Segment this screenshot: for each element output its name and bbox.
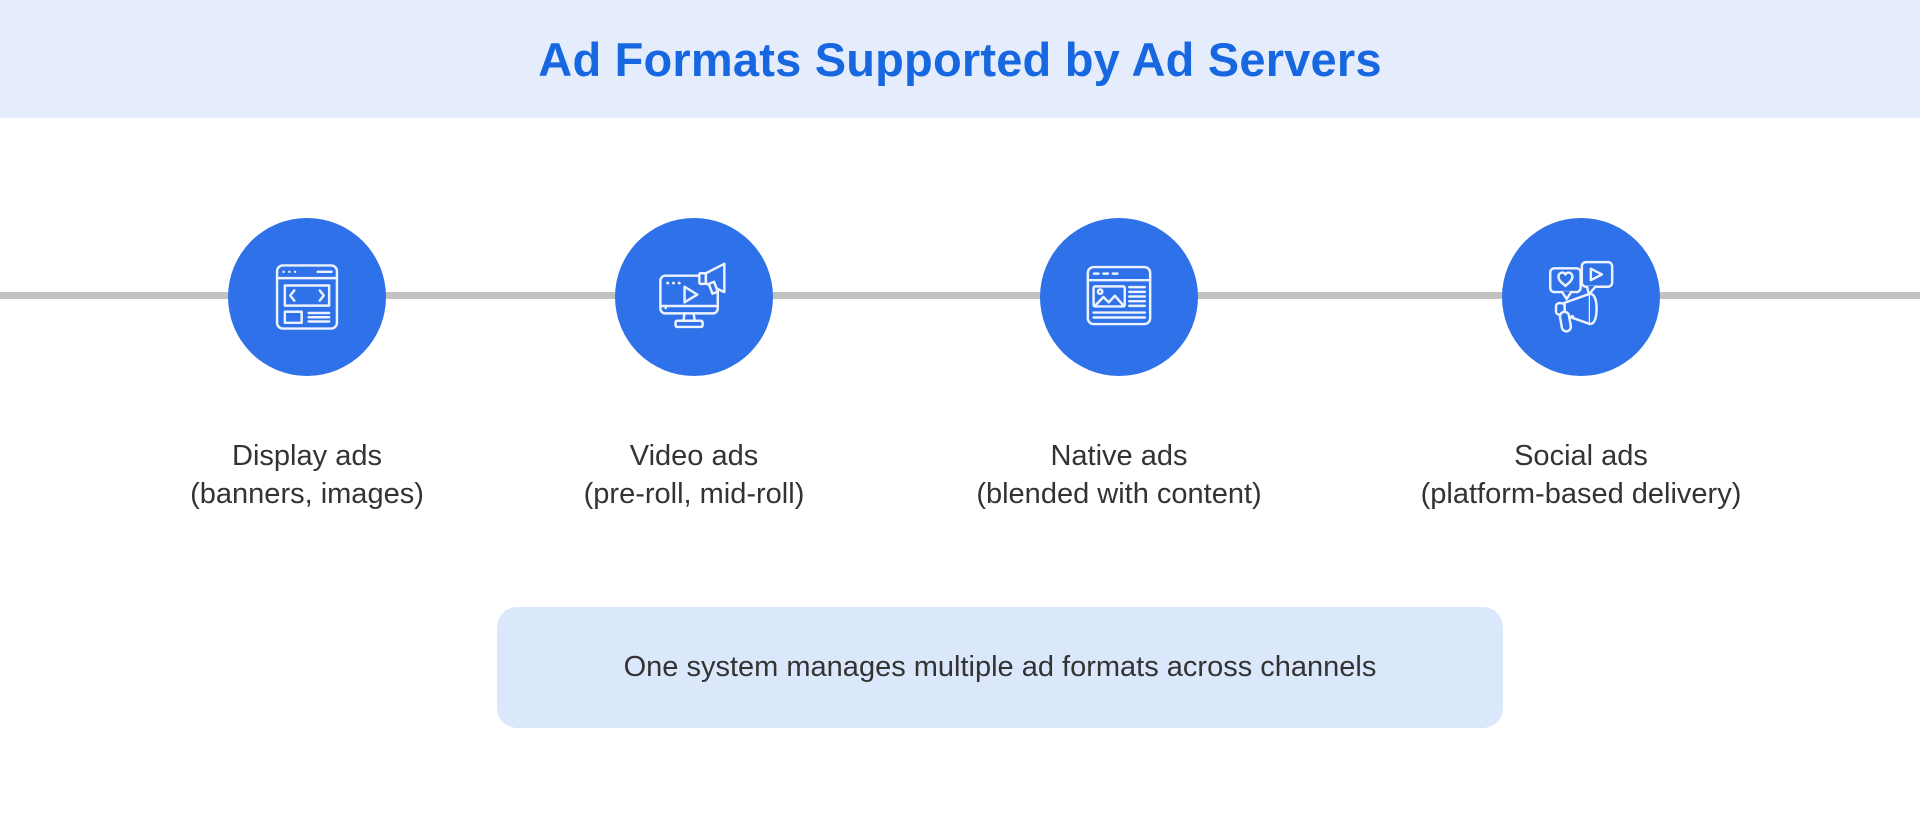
social-ads-label: Social ads (platform-based delivery) [1351,437,1811,513]
social-ads-icon [1549,260,1614,333]
page-title: Ad Formats Supported by Ad Servers [538,32,1382,86]
node-subtitle: (blended with content) [976,478,1262,510]
node-title: Native ads [1050,440,1188,472]
node-title: Video ads [629,440,759,472]
display-ads-node [228,218,386,376]
video-ads-icon [659,262,726,329]
node-subtitle: (pre-roll, mid-roll) [583,478,805,510]
video-ads-label: Video ads (pre-roll, mid-roll) [464,437,924,513]
timeline-line [0,292,1920,299]
video-ads-node [615,218,773,376]
social-ads-node [1502,218,1660,376]
header-band: Ad Formats Supported by Ad Servers [0,0,1920,118]
display-ads-icon [275,264,339,330]
native-ads-label: Native ads (blended with content) [889,437,1349,513]
node-title: Display ads [232,440,382,472]
node-subtitle: (banners, images) [190,478,424,510]
native-ads-node [1040,218,1198,376]
node-subtitle: (platform-based delivery) [1420,478,1742,510]
display-ads-label: Display ads (banners, images) [77,437,537,513]
node-title: Social ads [1514,440,1648,472]
summary-note: One system manages multiple ad formats a… [497,607,1503,728]
summary-note-text: One system manages multiple ad formats a… [623,651,1377,683]
native-ads-icon [1086,265,1152,326]
